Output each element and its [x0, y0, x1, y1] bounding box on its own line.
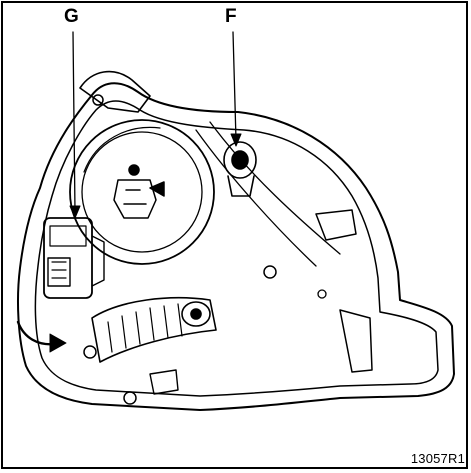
reflector-ring-inner: [81, 131, 203, 253]
callout-label-g: G: [64, 6, 79, 27]
bracket-hole: [92, 94, 104, 106]
housing-outline: [17, 82, 455, 411]
leader-line-g: [72, 31, 76, 213]
figure-reference-number: 13057R1: [410, 451, 465, 466]
reflector-ring-arc: [83, 126, 161, 173]
leader-line-f: [232, 31, 237, 141]
connector-unit-g: [43, 217, 105, 299]
curved-rotation-arrow-icon: [16, 320, 67, 353]
sidelight-holder-f: [223, 141, 257, 197]
main-bulb-holder: [113, 164, 165, 219]
lower-mount-hole: [123, 391, 137, 405]
top-mounting-bracket: [79, 70, 151, 113]
lower-right-bracket: [339, 309, 373, 373]
lower-left-hole: [83, 345, 97, 359]
housing-rib-1: [195, 129, 317, 267]
leader-arrowhead-f: [230, 133, 242, 147]
lower-right-stud: [317, 289, 327, 299]
indicator-lamp-assembly: [91, 296, 217, 363]
housing-rib-2: [209, 121, 341, 255]
reflector-ring-outer: [69, 119, 215, 265]
leader-arrowhead-g: [69, 205, 81, 219]
right-stud: [263, 265, 277, 279]
lower-tab: [149, 369, 179, 395]
callout-label-f: F: [225, 6, 237, 27]
right-lug: [315, 209, 357, 241]
